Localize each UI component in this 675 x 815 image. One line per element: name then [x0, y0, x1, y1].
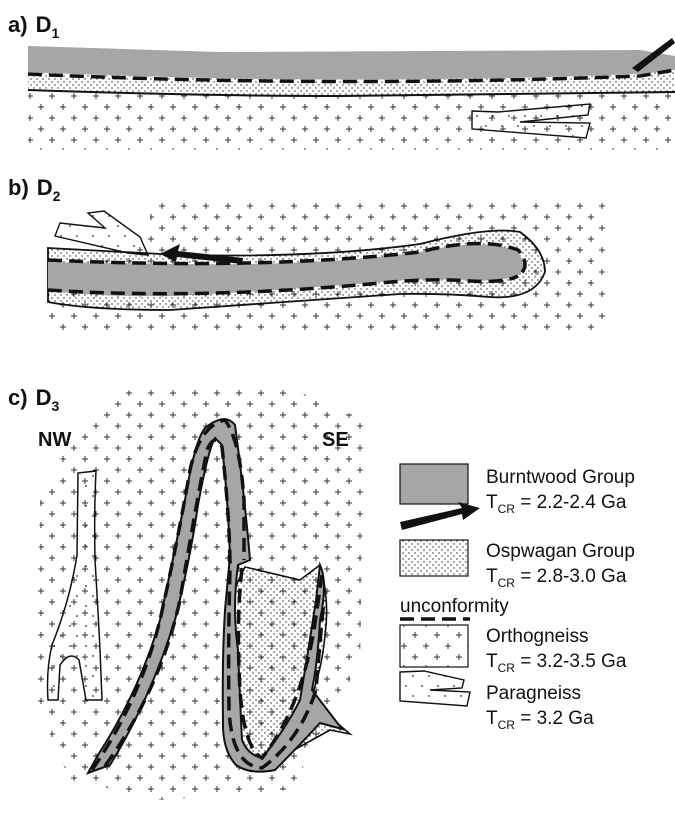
panel-b: b)D2 [8, 175, 605, 330]
orthogneiss-age: TCR = 3.2-3.5 Ga [486, 651, 627, 675]
burntwood-layer-a [28, 46, 675, 80]
panel-c-label: c)D3 [8, 385, 59, 414]
paragneiss-age: TCR = 3.2 Ga [486, 708, 594, 732]
panel-a: a)D1 [8, 12, 675, 150]
panel-b-label: b)D2 [8, 175, 61, 204]
ospwagan-age: TCR = 2.8-3.0 Ga [486, 566, 627, 590]
ospwagan-swatch [400, 540, 468, 576]
panel-c: c)D3 NW SE [8, 385, 365, 800]
orthogneiss-swatch [400, 625, 468, 667]
paragneiss-swatch [400, 671, 470, 706]
ospwagan-name: Ospwagan Group [486, 541, 635, 562]
unconformity-label: unconformity [400, 596, 509, 617]
legend: Burntwood Group TCR = 2.2-2.4 Ga Ospwaga… [400, 464, 635, 732]
burntwood-swatch [400, 464, 468, 504]
orthogneiss-name: Orthogneiss [486, 626, 588, 647]
orthogneiss-basement-a [28, 90, 675, 150]
burntwood-name: Burntwood Group [486, 467, 635, 488]
paragneiss-name: Paragneiss [486, 683, 581, 704]
panel-a-label: a)D1 [8, 12, 59, 41]
thrust-arrow-legend [400, 502, 480, 530]
burntwood-age: TCR = 2.2-2.4 Ga [486, 492, 627, 516]
